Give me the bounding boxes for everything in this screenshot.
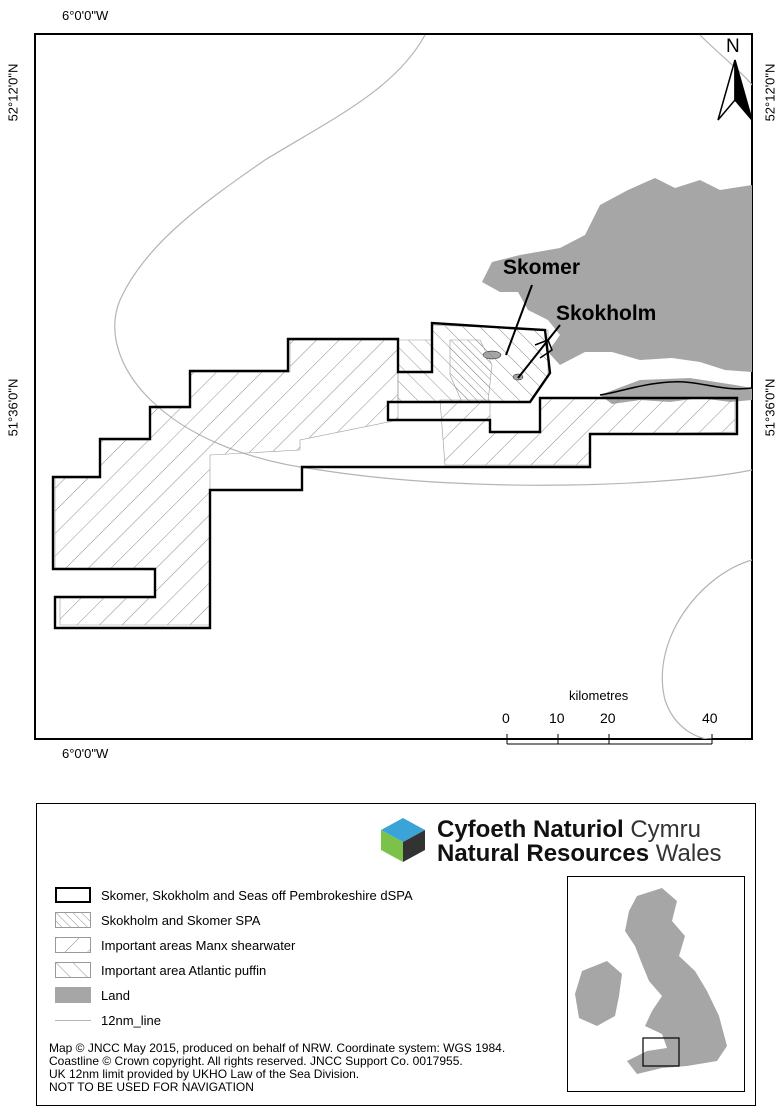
legend-label: Skokholm and Skomer SPA: [101, 912, 261, 928]
logo-english-bold: Natural Resources: [437, 840, 650, 867]
legend-swatch-forward-hatch: [55, 962, 91, 978]
north-arrow-icon: [717, 59, 753, 121]
land-pembrokeshire: [482, 178, 752, 372]
line-12nm-ne: [699, 34, 752, 86]
legend-item-land: Land: [55, 986, 130, 1004]
legend-swatch-line: [55, 1019, 91, 1021]
credit-line-4: NOT TO BE USED FOR NAVIGATION: [49, 1080, 254, 1094]
inset-map: [567, 876, 745, 1092]
scale-tick-20: 20: [600, 710, 616, 726]
credit-line-2: Coastline © Crown copyright. All rights …: [49, 1054, 463, 1068]
area-manx-shearwater-west: [54, 339, 399, 626]
skomer-pointer: [505, 284, 533, 356]
map-canvas: [51, 34, 753, 745]
legend-panel: Cyfoeth Naturiol Cymru Natural Resources…: [36, 803, 756, 1106]
logo-text-english: Natural Resources Wales: [437, 842, 722, 866]
legend-label: 12nm_line: [101, 1012, 161, 1028]
logo-english-light: Wales: [649, 840, 722, 867]
logo-welsh-light: Cymru: [623, 816, 702, 843]
area-manx-shearwater-east: [439, 397, 736, 466]
scale-tick-40: 40: [702, 710, 718, 726]
legend-label: Important area Atlantic puffin: [101, 962, 267, 978]
legend-swatch-back-hatch: [55, 937, 91, 953]
legend-item-dspa: Skomer, Skokholm and Seas off Pembrokesh…: [55, 886, 413, 904]
label-skokholm: Skokholm: [556, 302, 657, 325]
legend-item-spa: Skokholm and Skomer SPA: [55, 911, 260, 929]
credit-line-1: Map © JNCC May 2015, produced on behalf …: [49, 1041, 506, 1055]
legend-item-manx: Important areas Manx shearwater: [55, 936, 295, 954]
dspa-boundary: [51, 321, 739, 630]
legend-label: Skomer, Skokholm and Seas off Pembrokesh…: [101, 887, 413, 903]
legend-swatch-fill: [55, 987, 91, 1003]
skokholm-pointer: [517, 324, 561, 379]
logo-text-welsh: Cyfoeth Naturiol Cymru: [437, 818, 701, 842]
scale-tick-0: 0: [502, 710, 510, 726]
logo-welsh-bold: Cyfoeth Naturiol: [437, 816, 624, 843]
legend-label: Important areas Manx shearwater: [101, 937, 296, 953]
scale-tick-10: 10: [549, 710, 565, 726]
logo-icon: [381, 818, 425, 862]
scale-bar: [506, 734, 713, 745]
label-skomer: Skomer: [503, 256, 581, 279]
legend-swatch-outline: [55, 887, 91, 903]
lon-label-top: 6°0'0"W: [62, 8, 109, 23]
coastline-south: [599, 381, 752, 396]
line-12nm-se: [661, 559, 752, 739]
legend-swatch-dense-hatch: [55, 912, 91, 928]
legend-item-puffin: Important area Atlantic puffin: [55, 961, 266, 979]
scale-unit-label: kilometres: [569, 688, 629, 703]
inset-extent-box: [642, 1037, 680, 1067]
inset-great-britain: [625, 888, 727, 1074]
north-label: N: [726, 36, 740, 57]
legend-label: Land: [101, 987, 130, 1003]
skokholm-hook: [534, 339, 553, 359]
legend-item-12nm: 12nm_line: [55, 1011, 161, 1029]
line-12nm: [114, 34, 752, 486]
map-frame: [34, 33, 753, 740]
credit-line-3: UK 12nm limit provided by UKHO Law of th…: [49, 1067, 360, 1081]
lon-label-bottom: 6°0'0"W: [62, 746, 109, 761]
inset-ireland: [575, 961, 622, 1026]
